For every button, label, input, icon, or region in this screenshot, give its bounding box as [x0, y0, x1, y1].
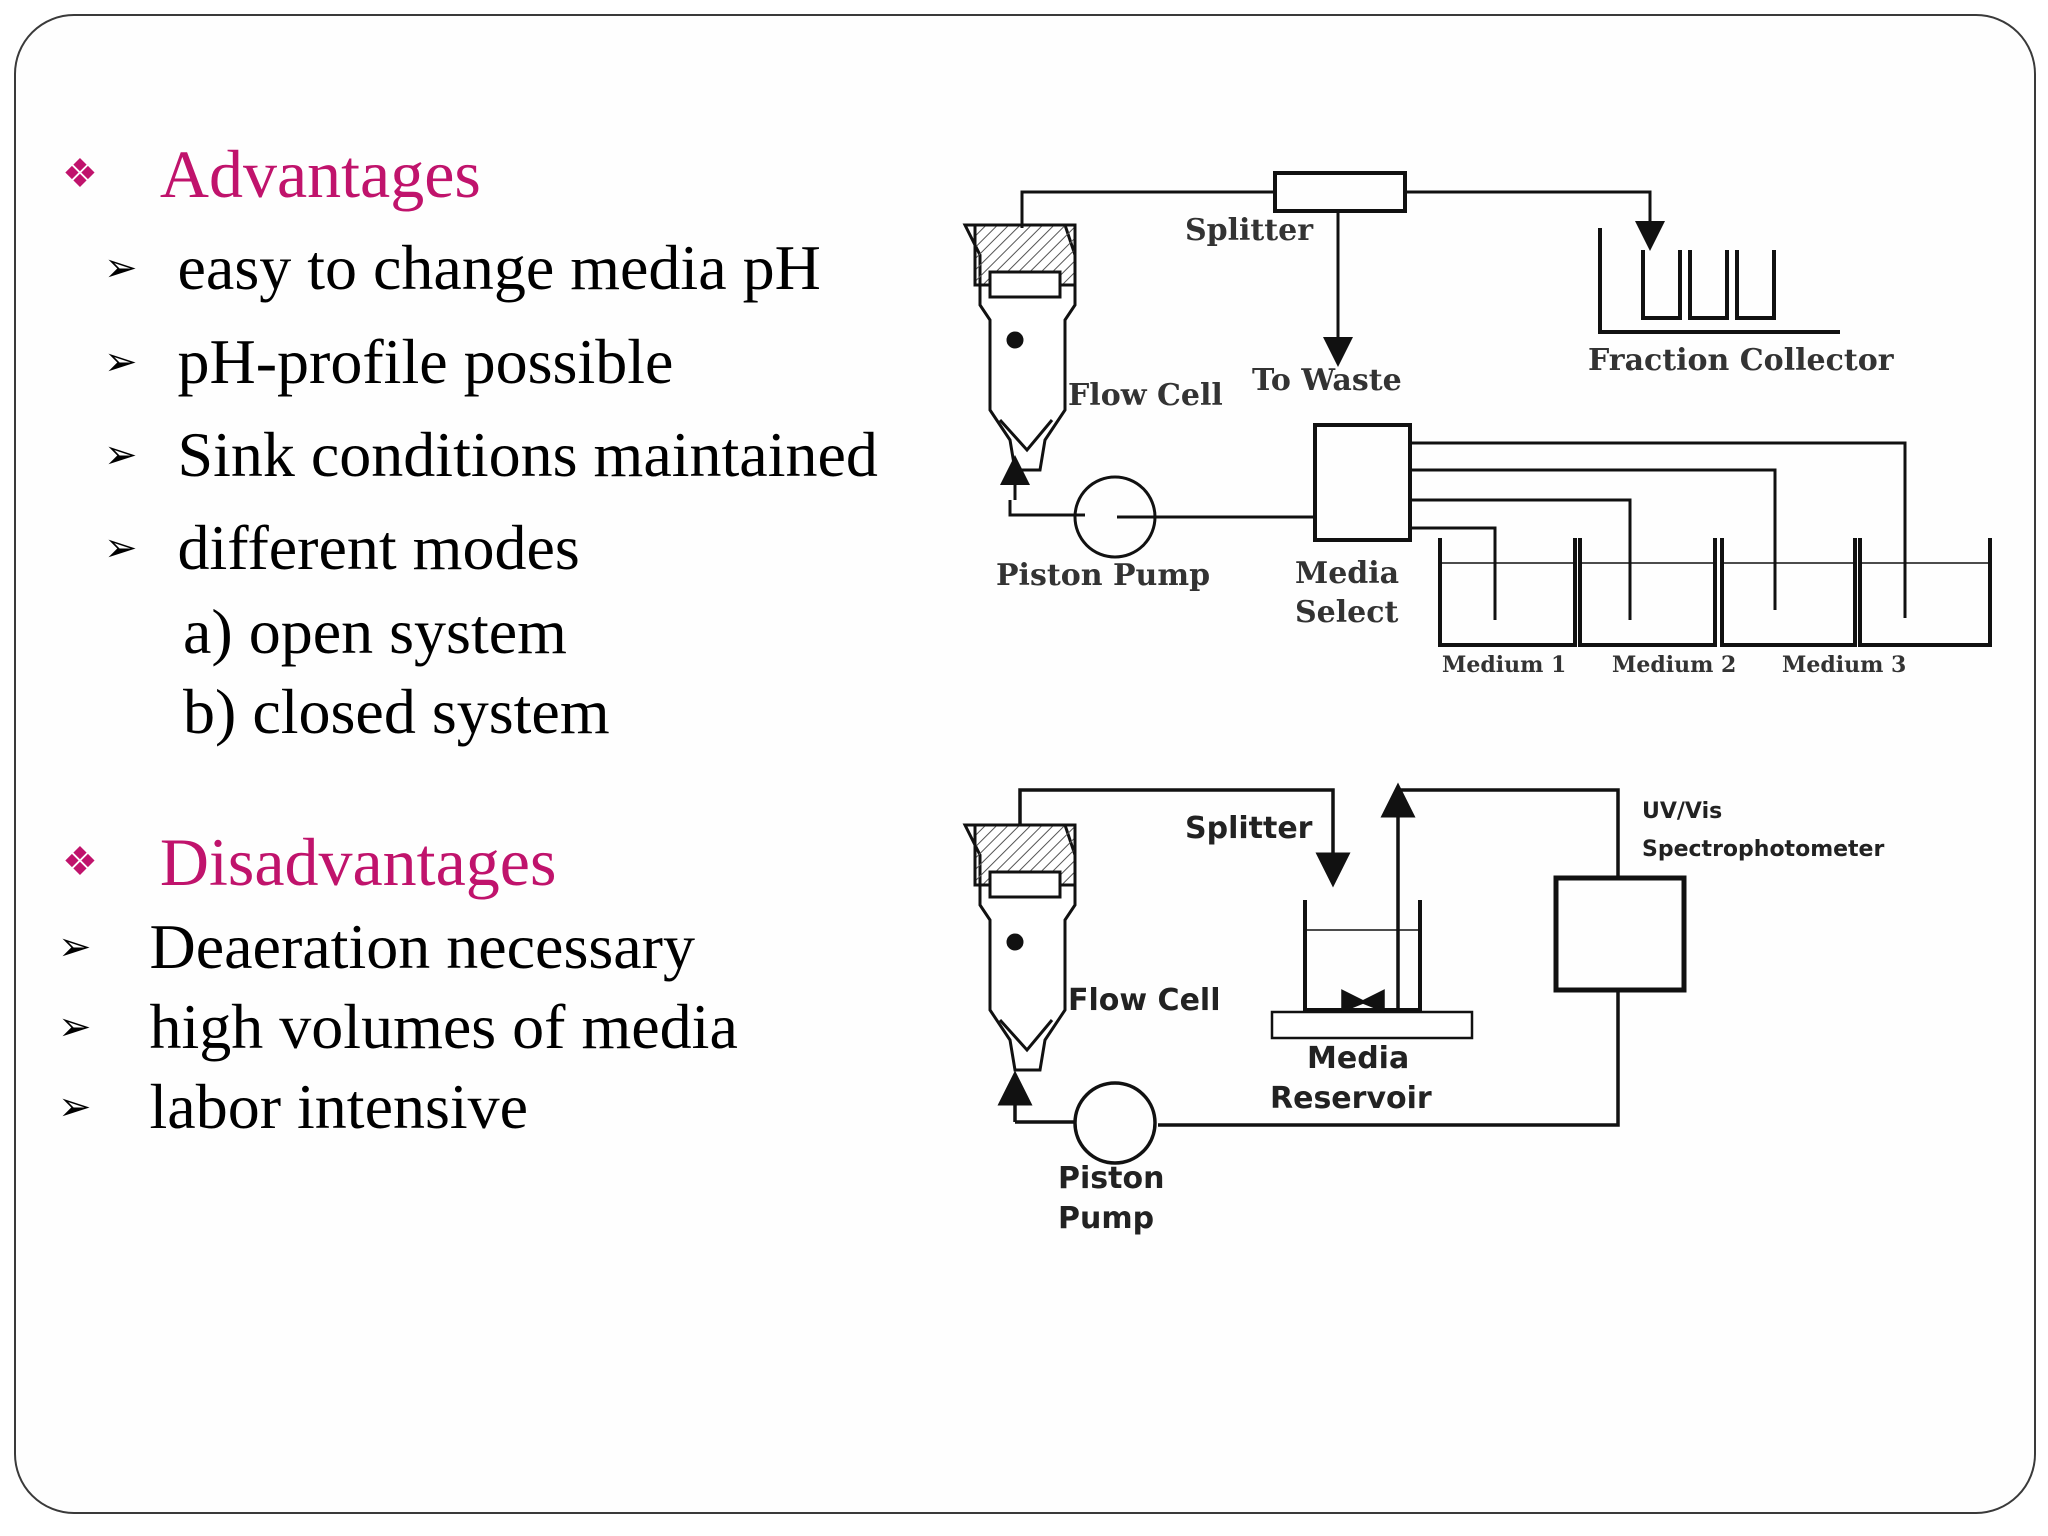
advantage-item-2-text: pH-profile possible [177, 326, 674, 397]
disadvantage-item-3: ➢ labor intensive [58, 1075, 528, 1139]
advantages-title: Advantages [159, 136, 481, 212]
advantage-item-1: ➢ easy to change media pH [104, 236, 821, 300]
advantage-item-2: ➢ pH-profile possible [104, 330, 673, 394]
label-media-select-2: Select [1295, 595, 1399, 630]
advantage-item-4: ➢ different modes [104, 516, 580, 580]
disadvantage-item-3-text: labor intensive [149, 1071, 529, 1142]
arrowhead-icon: ➢ [58, 1004, 92, 1050]
media-reservoir-vessel [1303, 900, 1422, 1012]
advantages-heading: ❖ Advantages [62, 140, 481, 208]
arrowhead-icon: ➢ [104, 339, 138, 385]
mode-open-system: a) open system [183, 596, 567, 667]
closed-system-diagram: Splitter UV/Vis Spectrophotometer Flow C… [962, 782, 1884, 1236]
label-splitter-top: Splitter [1185, 213, 1314, 248]
diamond-cluster-icon: ❖ [62, 151, 98, 196]
advantage-item-4-text: different modes [177, 512, 580, 583]
label-media-reservoir-2: Reservoir [1270, 1081, 1432, 1116]
label-medium-2: Medium 2 [1612, 652, 1736, 678]
disadvantage-item-2-text: high volumes of media [149, 991, 738, 1062]
label-uv-vis-1: UV/Vis [1642, 799, 1722, 824]
diamond-cluster-icon: ❖ [62, 839, 98, 884]
disadvantage-item-1: ➢ Deaeration necessary [58, 915, 695, 979]
label-fraction-collector: Fraction Collector [1588, 343, 1895, 378]
label-piston-pump-bottom-2: Pump [1058, 1201, 1154, 1236]
label-to-waste: To Waste [1252, 363, 1402, 398]
splitter-top-box [1273, 171, 1407, 213]
spectrophotometer-box [1553, 875, 1687, 993]
label-splitter-bottom: Splitter [1185, 811, 1313, 846]
piston-pump-bottom [1073, 1081, 1157, 1165]
flow-cell-top [962, 223, 1077, 472]
fraction-collector-tubes [1598, 228, 1840, 334]
stir-bar-icon [1341, 989, 1385, 1013]
label-media-select-1: Media [1295, 556, 1399, 591]
label-medium-3: Medium 3 [1782, 652, 1906, 678]
arrowhead-icon: ➢ [58, 924, 92, 970]
disadvantage-item-2: ➢ high volumes of media [58, 995, 738, 1059]
label-flow-cell-top: Flow Cell [1068, 378, 1223, 413]
arrowhead-icon: ➢ [104, 525, 138, 571]
label-piston-pump-top: Piston Pump [996, 558, 1210, 593]
label-media-reservoir-1: Media [1307, 1041, 1409, 1076]
label-medium-1: Medium 1 [1442, 652, 1566, 678]
advantage-item-1-text: easy to change media pH [177, 232, 821, 303]
label-piston-pump-bottom-1: Piston [1058, 1161, 1164, 1196]
label-flow-cell-bottom: Flow Cell [1068, 983, 1220, 1018]
arrowhead-icon: ➢ [104, 245, 138, 291]
arrowhead-icon: ➢ [58, 1084, 92, 1130]
disadvantages-title: Disadvantages [159, 824, 557, 900]
flow-cell-bottom [962, 823, 1077, 1072]
arrowhead-icon: ➢ [104, 432, 138, 478]
label-uv-vis-2: Spectrophotometer [1642, 837, 1884, 862]
mode-closed-system: b) closed system [183, 676, 610, 747]
disadvantages-heading: ❖ Disadvantages [62, 828, 556, 896]
advantage-item-3-text: Sink conditions maintained [177, 419, 878, 490]
open-system-diagram: Splitter Fraction Collector Flow Cell To… [962, 171, 1992, 678]
media-select-box [1313, 423, 1412, 542]
advantage-item-3: ➢ Sink conditions maintained [104, 423, 878, 487]
disadvantage-item-1-text: Deaeration necessary [149, 911, 695, 982]
